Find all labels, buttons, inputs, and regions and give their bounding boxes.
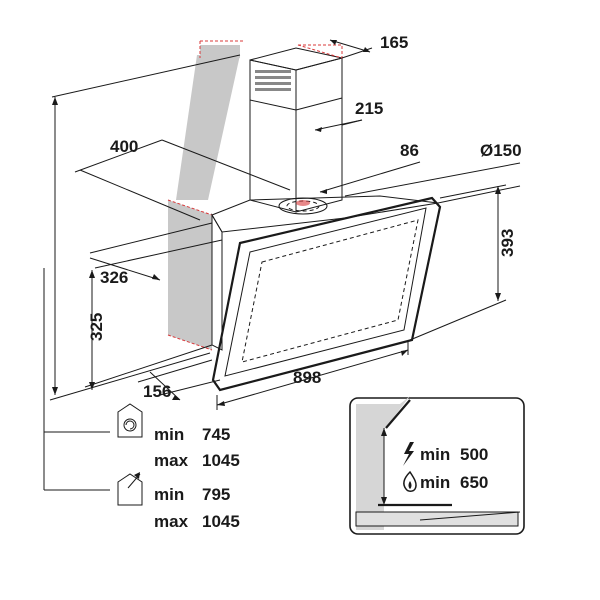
extract-max-label: max: [154, 512, 189, 531]
dim-label-326: 326: [100, 268, 128, 287]
dim-400: 400: [74, 137, 291, 221]
dim-label-150: Ø150: [480, 141, 522, 160]
dim-165: 165: [329, 33, 408, 59]
gas-flame-icon: [403, 470, 417, 492]
electric-min-value: 500: [460, 445, 488, 464]
extraction-house-icon: [117, 472, 143, 506]
dim-label-400: 400: [110, 137, 138, 156]
vent-grille-icon: [255, 70, 291, 91]
dim-215: 215: [314, 99, 383, 132]
recirculation-house-icon: [117, 403, 143, 438]
dim-label-393: 393: [498, 229, 517, 257]
dim-393: 393: [409, 184, 517, 341]
recirc-max-label: max: [154, 451, 189, 470]
dim-label-215: 215: [355, 99, 383, 118]
dim-156: 156: [137, 359, 221, 401]
dim-86: 86: [319, 141, 421, 194]
dim-label-165: 165: [380, 33, 408, 52]
overall-height-lines: [43, 54, 241, 491]
glass-panel: [211, 196, 442, 392]
electric-min-label: min: [420, 445, 450, 464]
recirc-max-value: 1045: [202, 451, 240, 470]
dim-label-325: 325: [87, 313, 106, 341]
clearance-box: [349, 396, 525, 535]
electric-bolt-icon: [403, 442, 414, 466]
extract-min-value: 795: [202, 485, 230, 504]
wall: [167, 40, 244, 351]
extract-min-label: min: [154, 485, 184, 504]
gas-min-value: 650: [460, 473, 488, 492]
dim-898: 898: [216, 340, 409, 410]
dim-326: 326: [89, 222, 223, 287]
dim-325: 325: [84, 270, 213, 390]
recirc-min-value: 745: [202, 425, 230, 444]
extract-max-value: 1045: [202, 512, 240, 531]
dim-label-156: 156: [143, 382, 171, 401]
recirc-min-label: min: [154, 425, 184, 444]
dim-label-898: 898: [293, 368, 321, 387]
gas-min-label: min: [420, 473, 450, 492]
dim-150: Ø150: [344, 141, 522, 204]
dim-label-86: 86: [400, 141, 419, 160]
chimney: [249, 44, 343, 213]
